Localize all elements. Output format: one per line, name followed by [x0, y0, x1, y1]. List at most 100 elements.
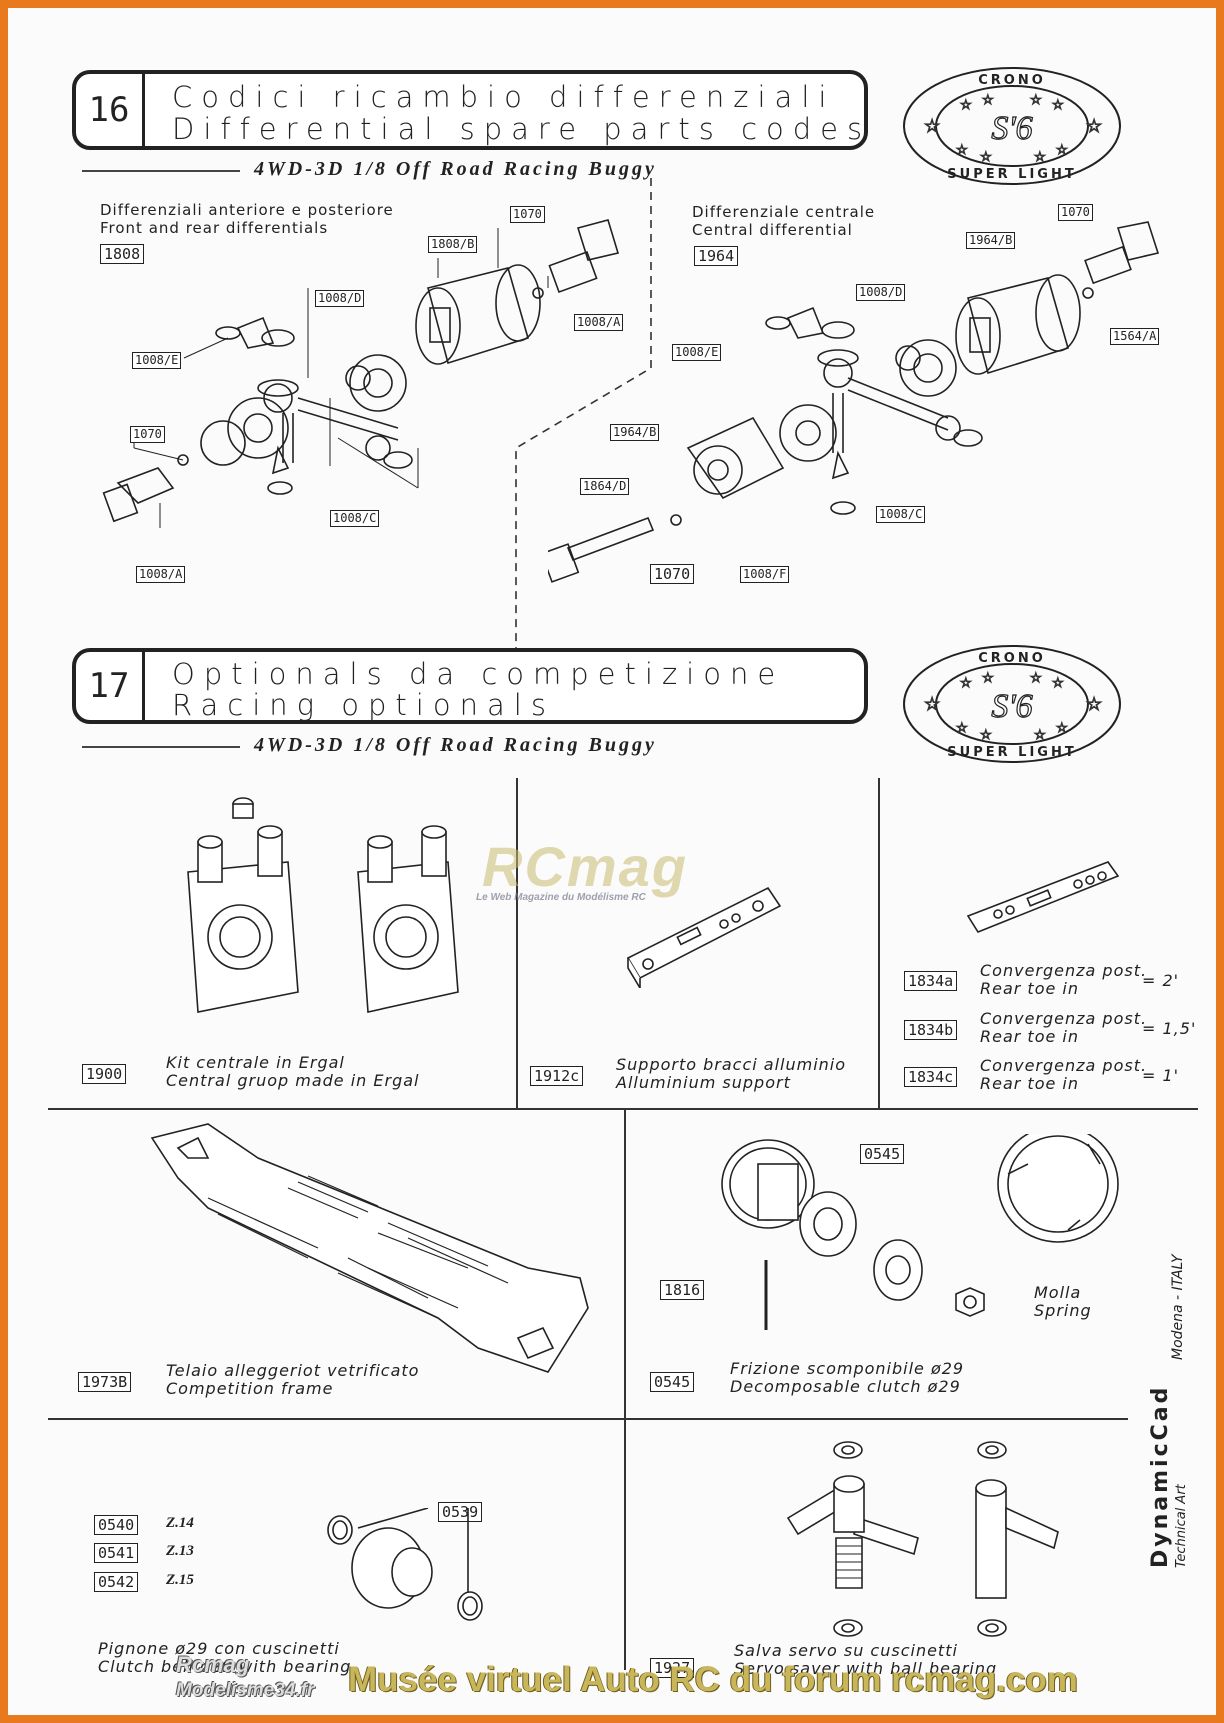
section-title-en: Differential spare parts codes [172, 112, 872, 146]
svg-text:☆: ☆ [924, 694, 940, 715]
toe-1834b-it: Convergenza post. [980, 1009, 1148, 1028]
toe-1834a-value: = 2' [1142, 971, 1180, 990]
part-1070-left: 1070 [130, 426, 165, 443]
svg-text:☆: ☆ [956, 143, 968, 158]
item-1912c-code: 1912c [530, 1066, 584, 1086]
item-1927-cap-it: Salva servo su cuscinetti [734, 1641, 958, 1660]
item-1927-cap-en: Servo saver with ball bearing [734, 1659, 998, 1678]
pinion-0540-z: Z.14 [166, 1515, 194, 1531]
side-place-text: Modena - ITALY [1170, 1254, 1186, 1360]
toe-1834a-code: 1834a [904, 971, 958, 991]
servo-saver-drawing [786, 1441, 1059, 1637]
item-1900-cap-it: Kit centrale in Ergal [166, 1053, 345, 1072]
rcmag-watermark-logo: RCmag [482, 835, 689, 898]
crono-badge-17: ☆☆ ☆☆☆☆ ☆☆☆☆ CRONO S'6 SUPER LIGHT [903, 645, 1121, 763]
pinion-0542-code: 0542 [94, 1572, 139, 1592]
badge-center-text: S'6 [991, 110, 1032, 147]
pinion-cap-it: Pignone ø29 con cuscinetti [98, 1639, 340, 1658]
front-rear-label-it: Differenziali anteriore e posteriore [100, 201, 394, 219]
toe-1834c-en: Rear toe in [980, 1074, 1080, 1093]
toe-1834b-value: = 1,5' [1142, 1019, 1197, 1038]
badge17-bottom-text: SUPER LIGHT [947, 745, 1076, 760]
svg-text:☆: ☆ [1086, 694, 1102, 715]
toe-1834a-en: Rear toe in [980, 979, 1080, 998]
pinion-cap-en: Clutch bell ø29 with bearing [98, 1657, 352, 1676]
rcmag-footer-logo: Rcmag [176, 1652, 250, 1677]
part-1070: 1070 [510, 206, 545, 223]
part-1008e: 1008/E [132, 352, 182, 369]
front-rear-code: 1808 [100, 244, 145, 264]
svg-text:☆: ☆ [1030, 93, 1042, 108]
central-label-en: Central differential [692, 221, 853, 239]
badge17-center-text: S'6 [991, 688, 1032, 725]
svg-text:☆: ☆ [980, 150, 992, 165]
c-part-1008f: 1008/F [740, 566, 790, 583]
svg-text:☆: ☆ [982, 93, 994, 108]
item-1912c-cap-en: Alluminium support [616, 1073, 791, 1092]
toe-1834b-code: 1834b [904, 1020, 958, 1040]
central-diff-drawing [548, 221, 1160, 583]
c-part-1964b: 1964/B [966, 232, 1016, 249]
section17-subtitle: 4WD-3D 1/8 Off Road Racing Buggy [254, 734, 657, 756]
svg-text:☆: ☆ [960, 676, 972, 691]
svg-text:☆: ☆ [1034, 150, 1046, 165]
badge-bottom-text: SUPER LIGHT [947, 167, 1076, 182]
item-1912c-cap-it: Supporto bracci alluminio [616, 1055, 847, 1074]
item-1900-cap-en: Central gruop made in Ergal [166, 1071, 420, 1090]
c-part-1008d: 1008/D [856, 284, 906, 301]
c-part-1070-low: 1070 [650, 564, 695, 584]
svg-text:☆: ☆ [982, 671, 994, 686]
svg-text:☆: ☆ [1056, 143, 1068, 158]
section-title-it: Codici ricambio differenziali [172, 80, 836, 114]
section-number: 16 [76, 74, 145, 146]
item-1973b-code: 1973B [78, 1372, 132, 1392]
grid-divider [878, 778, 880, 1110]
c-part-1964b-low: 1964/B [610, 424, 660, 441]
clutch-code-top: 0545 [860, 1144, 905, 1164]
section17-title-en: Racing optionals [172, 688, 555, 722]
clutch-drawing [721, 1134, 1119, 1330]
badge17-top-text: CRONO [978, 651, 1046, 666]
svg-text:☆: ☆ [1030, 671, 1042, 686]
c-part-1864d: 1864/D [580, 478, 630, 495]
section17-title-it: Optionals da competizione [172, 657, 785, 691]
c-part-1008c: 1008/C [876, 506, 926, 523]
rcmag-watermark-tagline: Le Web Magazine du Modélisme RC [476, 892, 646, 903]
grid-divider [624, 1110, 626, 1670]
badge-top-text: CRONO [978, 73, 1046, 88]
rear-toe-drawing [966, 861, 1120, 933]
pinion-0540-code: 0540 [94, 1515, 139, 1535]
section-17-header: 17 Optionals da competizione Racing opti… [72, 648, 868, 724]
pinion-bearing-code: 0539 [438, 1502, 483, 1522]
toe-1834c-code: 1834c [904, 1067, 958, 1087]
subtitle-rule [82, 170, 240, 172]
pinion-0541-z: Z.13 [166, 1543, 194, 1559]
grid-divider [48, 1108, 1198, 1110]
footer-museum-text: Musée virtuel Auto RC du forum rcmag.com [348, 1660, 1078, 1699]
arm-support-drawing [626, 886, 782, 988]
frame-drawing [150, 1123, 589, 1373]
pinion-0541-code: 0541 [94, 1543, 139, 1563]
toe-1834c-value: = 1' [1142, 1066, 1180, 1085]
part-1008a-bottom: 1008/A [136, 566, 186, 583]
part-1008a-top: 1008/A [574, 314, 624, 331]
front-rear-label-en: Front and rear differentials [100, 219, 329, 237]
svg-text:☆: ☆ [1086, 116, 1102, 137]
part-1008d: 1008/D [315, 290, 365, 307]
svg-text:☆: ☆ [1034, 728, 1046, 743]
c-part-1008e: 1008/E [672, 344, 722, 361]
spring-label-it: Molla [1034, 1283, 1082, 1302]
central-kit-drawing [187, 797, 459, 1013]
item-0545-cap-it: Frizione scomponibile ø29 [730, 1359, 965, 1378]
spring-label-en: Spring [1034, 1301, 1092, 1320]
toe-1834a-it: Convergenza post. [980, 961, 1148, 980]
grid-divider [48, 1418, 1128, 1420]
item-0545-code: 0545 [650, 1372, 695, 1392]
item-1973b-cap-it: Telaio alleggeriot vetrificato [166, 1361, 420, 1380]
toe-1834b-en: Rear toe in [980, 1027, 1080, 1046]
front-rear-diff-drawing [102, 219, 620, 528]
toe-1834c-it: Convergenza post. [980, 1056, 1148, 1075]
subtitle-rule-17 [82, 746, 240, 748]
central-code: 1964 [694, 246, 739, 266]
